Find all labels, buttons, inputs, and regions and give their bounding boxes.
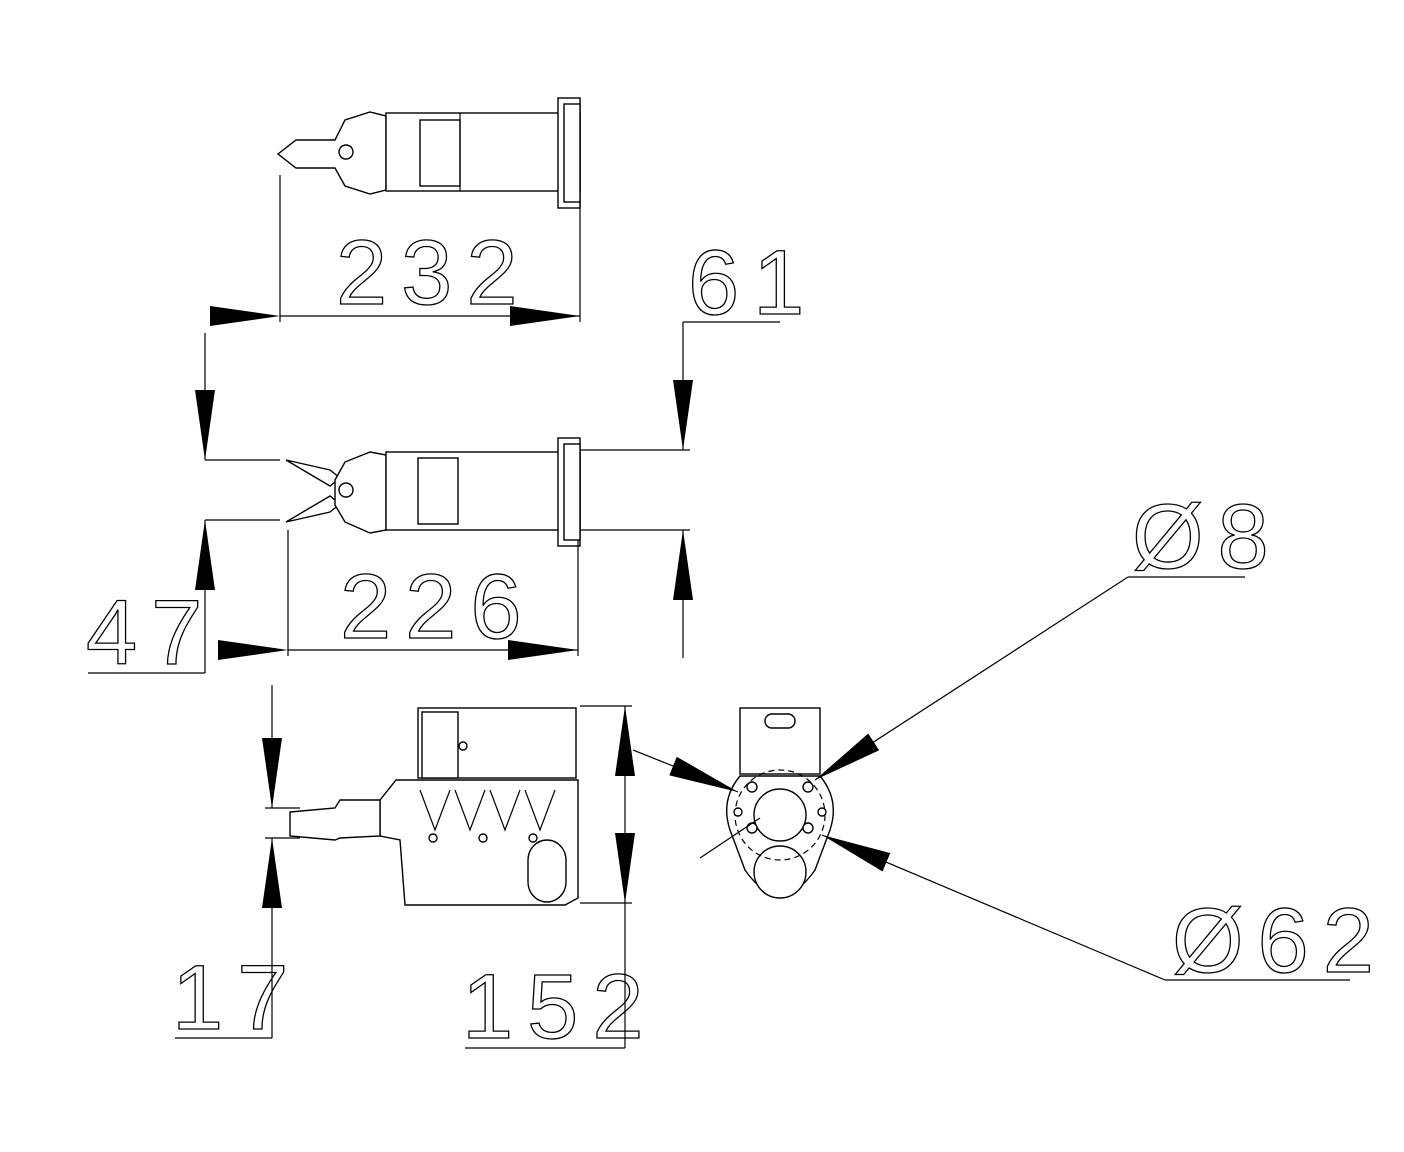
top-view-gripper	[276, 97, 581, 209]
dim-label-dia-8: Ø8	[1132, 486, 1283, 588]
middle-view-gripper	[285, 437, 581, 547]
dim-dia-8: Ø8	[699, 485, 1283, 859]
side-view-gripper	[289, 707, 579, 906]
dim-label-232: 232	[336, 222, 532, 324]
dim-label-47: 47	[86, 582, 216, 684]
dim-label-226: 226	[340, 556, 536, 658]
dim-152: 152	[461, 705, 658, 1059]
dim-232: 232	[210, 175, 581, 326]
dim-61: 61	[580, 231, 818, 658]
dim-label-152: 152	[462, 956, 658, 1058]
end-view-gripper	[726, 707, 834, 899]
dim-47: 47	[85, 333, 280, 685]
dim-17: 17	[171, 685, 302, 1050]
dim-226: 226	[218, 530, 579, 660]
dim-dia-62: Ø62	[632, 749, 1388, 993]
dim-label-dia-62: Ø62	[1172, 890, 1388, 992]
dim-label-17: 17	[172, 947, 302, 1049]
dim-label-61: 61	[688, 232, 818, 334]
